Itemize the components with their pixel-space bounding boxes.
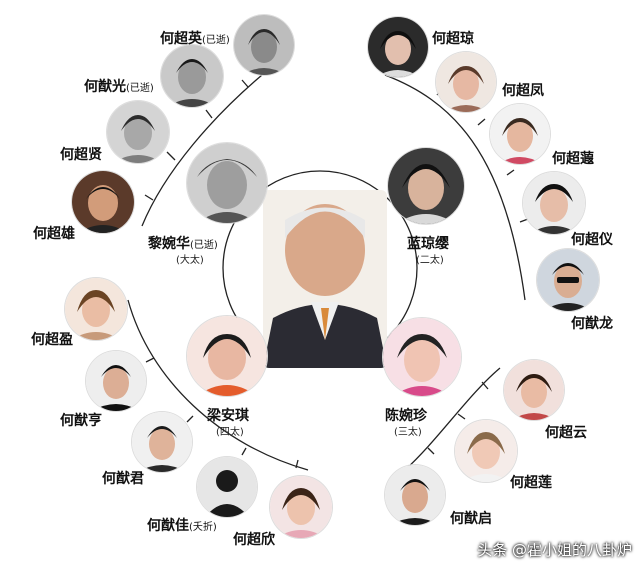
child-label-c2: 何猷光(已逝): [84, 76, 154, 96]
child-portrait-c2: [161, 45, 223, 107]
child-portrait-c8: [523, 172, 585, 234]
wife-portrait-w3: [383, 318, 461, 396]
child-note: (夭折): [189, 522, 217, 533]
child-label-c11: 何猷亨: [60, 413, 102, 429]
wife4-branch: [127, 299, 309, 471]
child-portrait-c6: [436, 52, 496, 112]
child-portrait-c15: [504, 360, 564, 420]
wife-title-w1: (大太): [176, 255, 204, 266]
child-portrait-c17: [385, 465, 445, 525]
wife-note: (已逝): [190, 240, 218, 251]
child-label-c3: 何超贤: [60, 147, 102, 163]
wife-portrait-w1: [187, 143, 267, 223]
wife-label-w4: 梁安琪: [207, 408, 249, 424]
child-portrait-c12: [132, 412, 192, 472]
child-label-c10: 何超盈: [31, 332, 73, 348]
wife-title-w4: (四太): [216, 427, 244, 438]
child-portrait-c14: [270, 476, 332, 538]
child-label-c7: 何超蕸: [552, 151, 594, 167]
wife2-branch: [384, 74, 526, 301]
child-name: 何猷佳: [147, 518, 189, 534]
child-label-c1: 何超英(已逝): [160, 28, 230, 48]
wife-portrait-w4: [187, 316, 267, 396]
wife-portrait-w2: [388, 148, 464, 224]
wife1-branch: [141, 74, 263, 227]
wife-name: 黎婉华: [148, 236, 190, 252]
child-label-c14: 何超欣: [233, 532, 275, 548]
child-silhouette-c13: [197, 457, 257, 517]
child-portrait-c4: [72, 171, 134, 233]
child-portrait-c11: [86, 351, 146, 411]
child-label-c15: 何超云: [545, 425, 587, 441]
child-label-c8: 何超仪: [571, 232, 613, 248]
child-label-c17: 何猷启: [450, 511, 492, 527]
child-note: (已逝): [126, 83, 154, 94]
wife-label-w3: 陈婉珍: [385, 408, 427, 424]
wife-label-w1: 黎婉华(已逝): [148, 233, 218, 253]
child-portrait-c9: [537, 249, 599, 311]
wife3-branch: [404, 367, 501, 471]
child-label-c9: 何猷龙: [571, 316, 613, 332]
wife-title-w3: (三太): [394, 427, 422, 438]
child-label-c12: 何猷君: [102, 471, 144, 487]
watermark: 头条 @霍小姐的八卦炉: [477, 541, 632, 559]
child-label-c6: 何超凤: [502, 83, 544, 99]
child-portrait-c3: [107, 101, 169, 163]
child-label-c16: 何超莲: [510, 475, 552, 491]
child-name: 何超英: [160, 31, 202, 47]
wife-label-w2: 蓝琼缨: [407, 236, 449, 252]
child-label-c4: 何超雄: [33, 226, 75, 242]
child-label-c13: 何猷佳(夭折): [147, 515, 217, 535]
child-portrait-c5: [368, 17, 428, 77]
child-label-c5: 何超琼: [432, 31, 474, 47]
child-name: 何猷光: [84, 79, 126, 95]
child-portrait-c1: [234, 15, 294, 75]
child-portrait-c10: [65, 278, 127, 340]
center-portrait: [263, 190, 387, 368]
wife-title-w2: (二太): [416, 255, 444, 266]
child-note: (已逝): [202, 35, 230, 46]
child-portrait-c16: [455, 420, 517, 482]
child-portrait-c7: [490, 104, 550, 164]
